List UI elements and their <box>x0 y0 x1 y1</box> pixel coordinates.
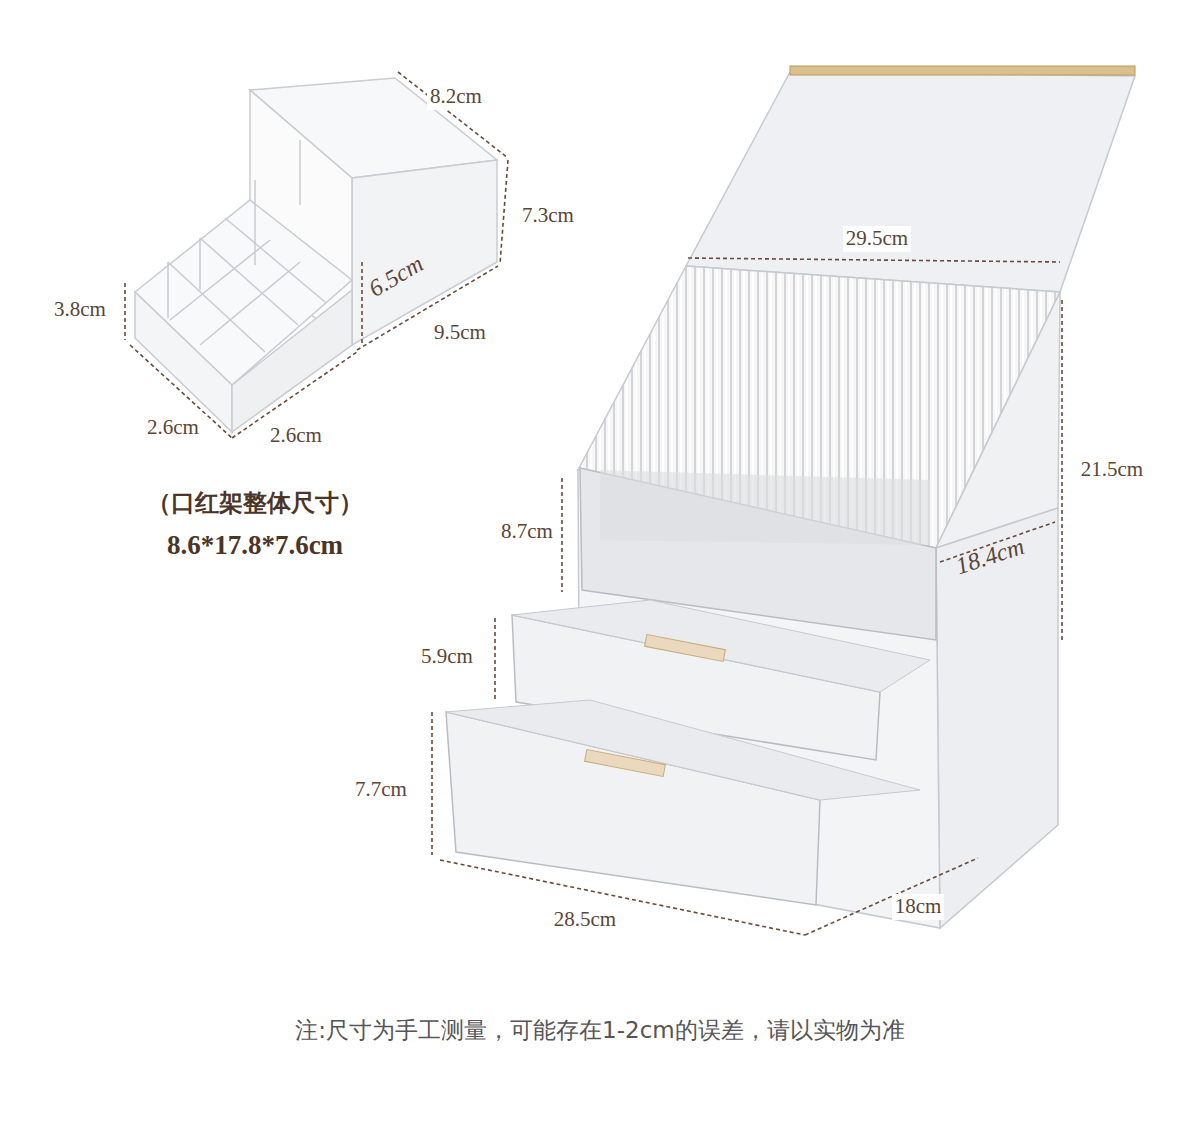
dimension-label: 5.9cm <box>418 644 476 669</box>
dimension-label: 9.5cm <box>431 320 489 345</box>
dimension-label: 29.5cm <box>843 226 911 251</box>
dimension-label: 18cm <box>892 894 945 919</box>
size-note: 8.6*17.8*7.6cm <box>164 530 346 562</box>
dimension-label: 28.5cm <box>551 907 619 932</box>
caption-note: 注:尺寸为手工测量，可能存在1-2cm的误差，请以实物为准 <box>295 1015 904 1046</box>
dimension-label: 7.7cm <box>352 777 410 802</box>
dimension-label: 3.8cm <box>51 297 109 322</box>
dimension-label: 21.5cm <box>1078 457 1146 482</box>
dimension-label: 8.2cm <box>427 84 485 109</box>
dimension-label: 8.7cm <box>498 519 556 544</box>
dimension-label: 7.3cm <box>519 203 577 228</box>
dimension-label: 2.6cm <box>267 423 325 448</box>
size-note: （口红架整体尺寸） <box>144 489 366 517</box>
dimension-label: 2.6cm <box>144 415 202 440</box>
